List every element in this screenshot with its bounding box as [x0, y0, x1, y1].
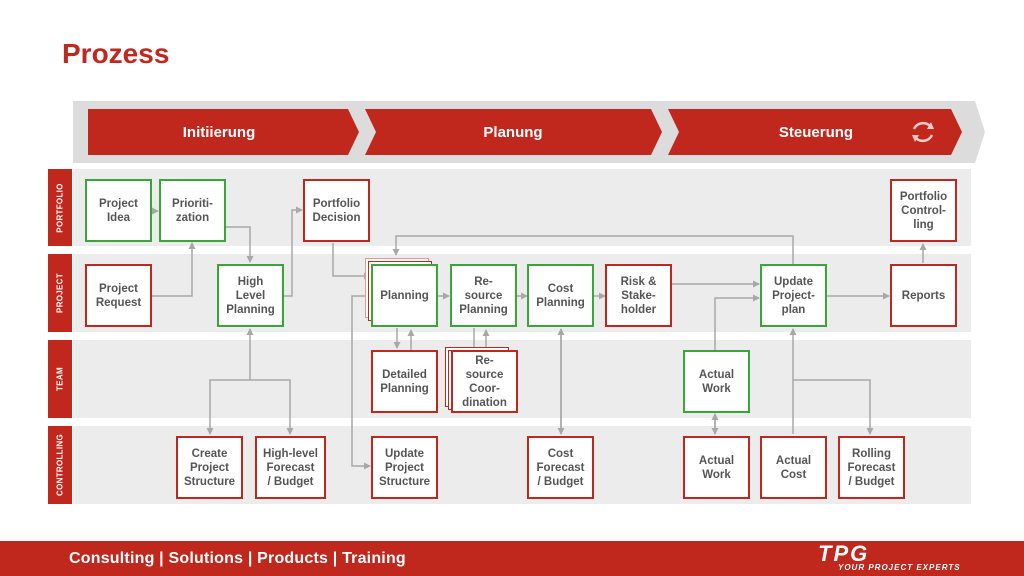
arrow-decision-to-planning — [332, 243, 371, 280]
arrow-branch-forecast — [250, 379, 294, 435]
lane-tag-project: PROJECT — [48, 254, 72, 332]
node-cost-planning[interactable]: Cost Planning — [527, 264, 594, 327]
node-portfolio-decision[interactable]: Portfolio Decision — [303, 179, 370, 242]
arrow-request-to-prioritization — [152, 242, 196, 297]
node-cost-forecast[interactable]: Cost Forecast / Budget — [527, 436, 594, 499]
phase-chevron-initiierung — [88, 109, 359, 155]
phase-chevron-steuerung — [668, 109, 962, 155]
footer-bar: Consulting | Solutions | Products | Trai… — [0, 541, 1024, 576]
phase-label-initiierung: Initiierung — [182, 124, 256, 141]
node-high-level-planning[interactable]: High Level Planning — [217, 264, 284, 327]
arrow-highlevel-to-decision — [283, 206, 303, 297]
phase-chevron-planung — [365, 109, 662, 155]
node-actual-work-team[interactable]: Actual Work — [683, 350, 750, 413]
phase-label-steuerung: Steuerung — [778, 124, 854, 141]
node-prioritization[interactable]: Prioriti- zation — [159, 179, 226, 242]
node-update-projectplan[interactable]: Update Project- plan — [760, 264, 827, 327]
node-planning[interactable]: Planning — [371, 264, 438, 327]
logo-mark: TPG — [818, 541, 870, 566]
arrow-actualwork-update — [714, 294, 760, 350]
node-resource-coordination[interactable]: Re- source Coor- dination — [451, 350, 518, 413]
node-detailed-planning[interactable]: Detailed Planning — [371, 350, 438, 413]
node-risk-stakeholder[interactable]: Risk & Stake- holder — [605, 264, 672, 327]
node-portfolio-controlling[interactable]: Portfolio Control- ling — [890, 179, 957, 242]
lane-team — [73, 340, 971, 418]
arrow-planning-update-structure — [351, 295, 371, 470]
page-title: Prozess — [62, 38, 170, 69]
node-project-request[interactable]: Project Request — [85, 264, 152, 327]
refresh-cycle-icon — [912, 121, 934, 143]
node-create-project-structure[interactable]: Create Project Structure — [176, 436, 243, 499]
arrow-branch-create — [206, 379, 250, 435]
node-actual-work-controlling[interactable]: Actual Work — [683, 436, 750, 499]
phase-label-planung: Planung — [483, 124, 543, 141]
node-high-level-forecast[interactable]: High-level Forecast / Budget — [255, 436, 326, 499]
phase-bar — [73, 101, 985, 163]
node-resource-planning[interactable]: Re- source Planning — [450, 264, 517, 327]
lane-tag-controlling: CONTROLLING — [48, 426, 72, 504]
logo-tagline: YOUR PROJECT EXPERTS — [838, 563, 961, 572]
lane-tag-portfolio: PORTFOLIO — [48, 169, 72, 246]
arrow-prioritization-to-highlevel — [226, 226, 254, 263]
node-actual-cost[interactable]: Actual Cost — [760, 436, 827, 499]
node-update-project-structure[interactable]: Update Project Structure — [371, 436, 438, 499]
footer-tagline-links: Consulting | Solutions | Products | Trai… — [69, 550, 406, 567]
arrow-update-to-rolling — [793, 379, 874, 435]
arrow-update-to-planning — [392, 235, 794, 264]
node-reports[interactable]: Reports — [890, 264, 957, 327]
lane-tag-team: TEAM — [48, 340, 72, 418]
node-project-idea[interactable]: Project Idea — [85, 179, 152, 242]
node-rolling-forecast[interactable]: Rolling Forecast / Budget — [838, 436, 905, 499]
